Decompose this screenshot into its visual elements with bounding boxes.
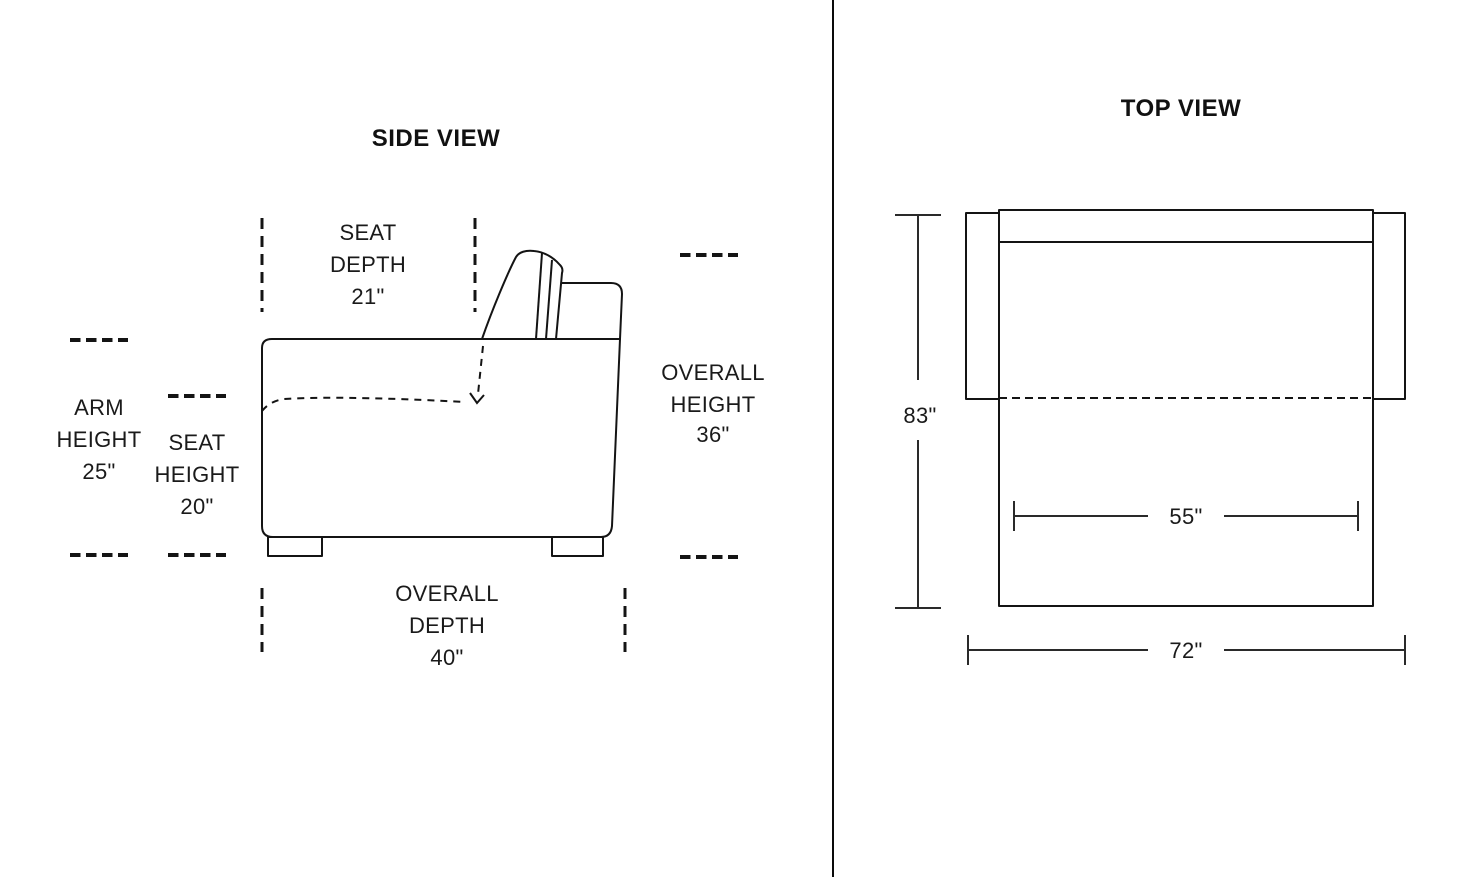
mattress-width-dimension: 55": [1013, 501, 1359, 531]
overall-depth-line1: OVERALL: [395, 581, 499, 606]
depth-open-dim-endbars: [895, 214, 941, 609]
sofa-back-cushion: [481, 249, 564, 340]
cushion-piping-line-1: [535, 252, 543, 340]
panel-divider-line: [832, 0, 834, 877]
arm-height-line2: HEIGHT: [57, 427, 142, 452]
mattress-width-dim-endbars: [1013, 501, 1359, 531]
top-view-right-arm: [1372, 212, 1406, 400]
overall-depth-line2: DEPTH: [409, 613, 485, 638]
sofa-body: [261, 338, 621, 538]
top-view-left-arm: [965, 212, 1000, 400]
side-view-title: SIDE VIEW: [372, 125, 501, 152]
mattress-width-value: 55": [1169, 504, 1202, 529]
overall-height-line2: HEIGHT: [671, 392, 756, 417]
seat-height-line2: HEIGHT: [155, 462, 240, 487]
seat-depth-label: SEAT DEPTH 21": [330, 220, 406, 309]
seat-depth-value: 21": [351, 284, 384, 309]
top-view-mattress: [998, 209, 1374, 607]
seat-height-line1: SEAT: [168, 430, 225, 455]
arm-height-line1: ARM: [74, 395, 124, 420]
seat-height-value: 20": [180, 494, 213, 519]
overall-height-value: 36": [696, 422, 729, 447]
sofa-front-leg: [267, 536, 323, 557]
seat-depth-line1: SEAT: [339, 220, 396, 245]
arm-height-label: ARM HEIGHT 25": [57, 395, 142, 484]
seat-back-dashed: [477, 345, 484, 395]
sofa-back-leg: [551, 536, 604, 557]
sofa-back-panel: [551, 282, 623, 340]
overall-depth-value: 40": [430, 645, 463, 670]
overall-height-line1: OVERALL: [661, 360, 765, 385]
side-view-drawing: SIDE VIEW SEAT DEPTH 21: [57, 125, 765, 670]
overall-width-dim-endbars: [967, 635, 1406, 665]
top-view-title: TOP VIEW: [1121, 95, 1241, 122]
seat-depth-line2: DEPTH: [330, 252, 406, 277]
overall-depth-label: OVERALL DEPTH 40": [395, 581, 499, 670]
arm-height-value: 25": [82, 459, 115, 484]
top-view-drawing: TOP VIEW 83" 55" 72": [895, 95, 1406, 665]
depth-open-dimension: 83": [895, 214, 941, 609]
seat-height-label: SEAT HEIGHT 20": [155, 430, 240, 519]
overall-width-dimension: 72": [967, 635, 1406, 665]
overall-height-label: OVERALL HEIGHT 36": [661, 360, 765, 447]
cushion-piping-line-2: [545, 259, 553, 340]
depth-open-value: 83": [903, 403, 936, 428]
overall-width-value: 72": [1169, 638, 1202, 663]
seat-arrowhead: [469, 392, 485, 405]
